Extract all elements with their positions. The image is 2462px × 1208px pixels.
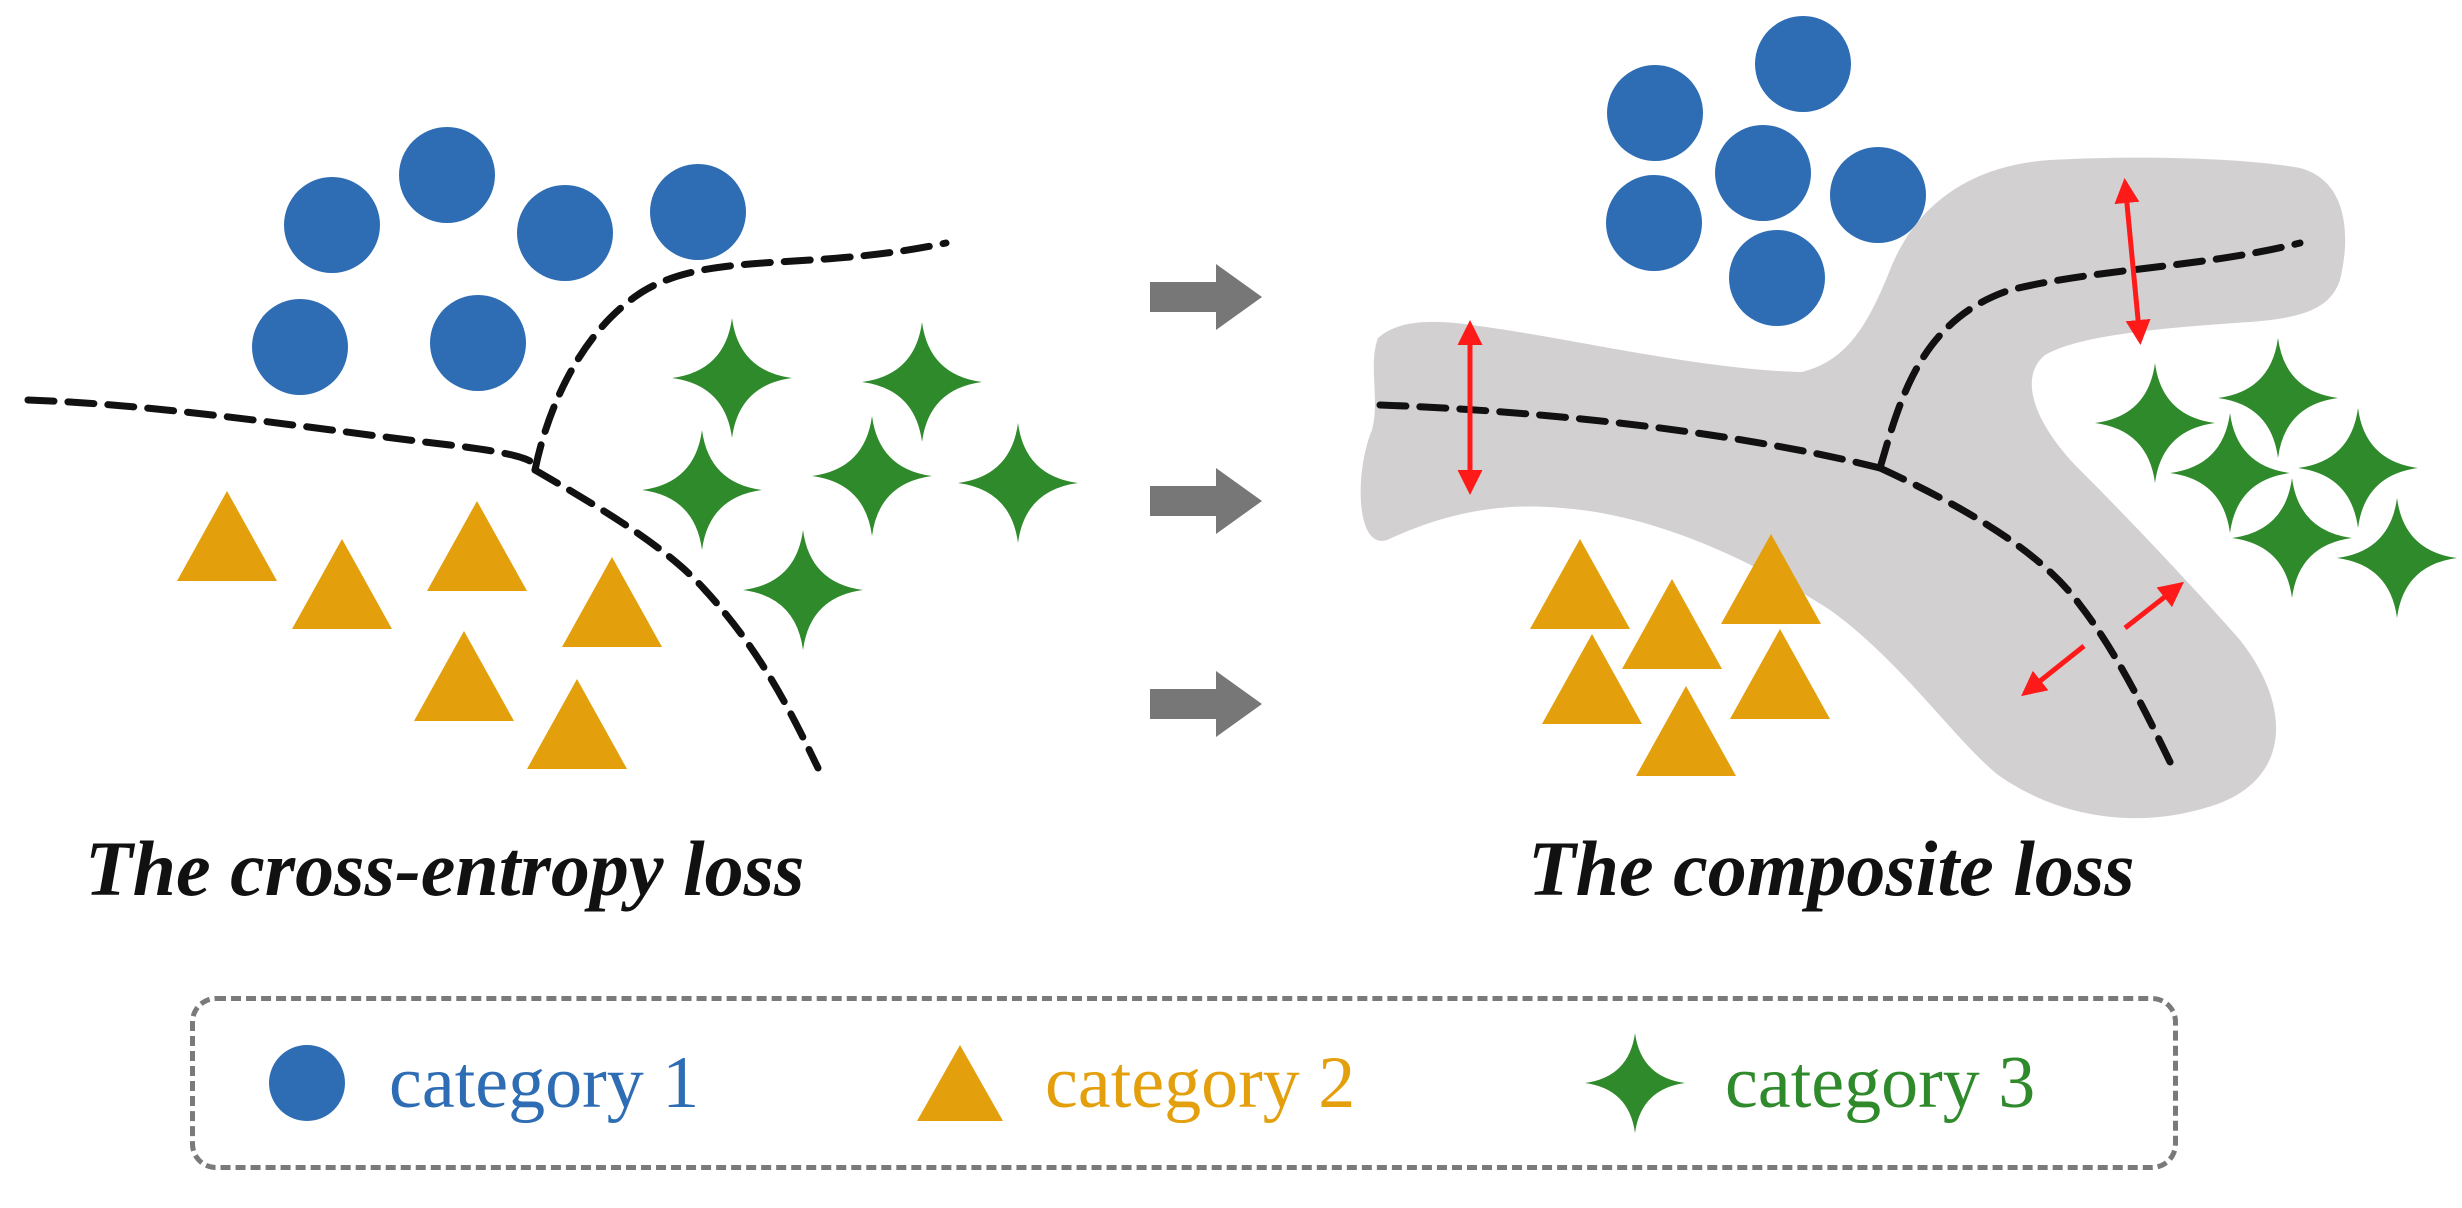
- category-3-cluster-left: [642, 318, 1078, 650]
- category-3-point: [958, 423, 1078, 543]
- category-2-point: [427, 501, 527, 591]
- category-1-point: [1729, 230, 1825, 326]
- category-3-point: [743, 530, 863, 650]
- category-1-point: [1830, 147, 1926, 243]
- category-1-point: [1606, 175, 1702, 271]
- category-2-point: [1730, 629, 1830, 719]
- category-2-cluster-left: [177, 491, 662, 769]
- legend-label-category-1: category 1: [389, 1042, 700, 1124]
- transition-arrows: [1150, 264, 1262, 737]
- category-2-point: [1530, 539, 1630, 629]
- category-1-point: [284, 177, 380, 273]
- category-1-point: [252, 299, 348, 395]
- category-3-point: [812, 416, 932, 536]
- category-2-point: [292, 539, 392, 629]
- category-2-point: [562, 557, 662, 647]
- category-2-point: [527, 679, 627, 769]
- legend: category 1 category 2 category 3: [190, 996, 2178, 1170]
- composite-title: The composite loss: [1528, 825, 2135, 912]
- transition-arrow: [1150, 264, 1262, 330]
- margin-arrow: [2123, 581, 2184, 630]
- category-2-point: [414, 631, 514, 721]
- category-3-point: [2095, 363, 2215, 483]
- category-1-cluster-right: [1606, 16, 1926, 326]
- category-1-point: [1715, 125, 1811, 221]
- transition-arrow: [1150, 671, 1262, 737]
- legend-item-category-2: category 2: [915, 1001, 1355, 1165]
- legend-label-category-2: category 2: [1045, 1042, 1356, 1124]
- category-2-point: [1636, 686, 1736, 776]
- category-1-point: [517, 185, 613, 281]
- category-3-point: [2232, 478, 2352, 598]
- left-panel: [24, 127, 1078, 772]
- category-2-point: [1622, 579, 1722, 669]
- decision-boundary-right: [1376, 239, 2304, 770]
- category-1-cluster-left: [252, 127, 746, 395]
- margin-arrow: [2021, 644, 2086, 697]
- margin-arrows: [1457, 178, 2184, 697]
- category-1-point: [1755, 16, 1851, 112]
- category-3-point: [862, 322, 982, 442]
- category-1-point: [1607, 65, 1703, 161]
- category-3-point: [2298, 408, 2418, 528]
- margin-region: [1360, 157, 2346, 819]
- legend-item-category-1: category 1: [265, 1001, 699, 1165]
- legend-label-category-3: category 3: [1725, 1042, 2036, 1124]
- cross-entropy-title: The cross-entropy loss: [85, 825, 805, 912]
- category-1-point: [430, 295, 526, 391]
- category-1-point: [650, 164, 746, 260]
- category-2-point: [177, 491, 277, 581]
- decision-boundary-left: [24, 239, 950, 772]
- category-3-point: [672, 318, 792, 438]
- category-3-point: [2337, 498, 2457, 618]
- star-icon: [1585, 1033, 1685, 1133]
- legend-item-category-3: category 3: [1585, 1001, 2035, 1165]
- category-2-cluster-right: [1530, 534, 1830, 776]
- right-panel: [1360, 16, 2457, 819]
- margin-arrow: [2114, 178, 2151, 345]
- category-1-point: [399, 127, 495, 223]
- circle-icon: [269, 1045, 345, 1121]
- category-2-point: [1542, 634, 1642, 724]
- category-3-point: [642, 430, 762, 550]
- triangle-icon: [917, 1045, 1003, 1121]
- transition-arrow: [1150, 468, 1262, 534]
